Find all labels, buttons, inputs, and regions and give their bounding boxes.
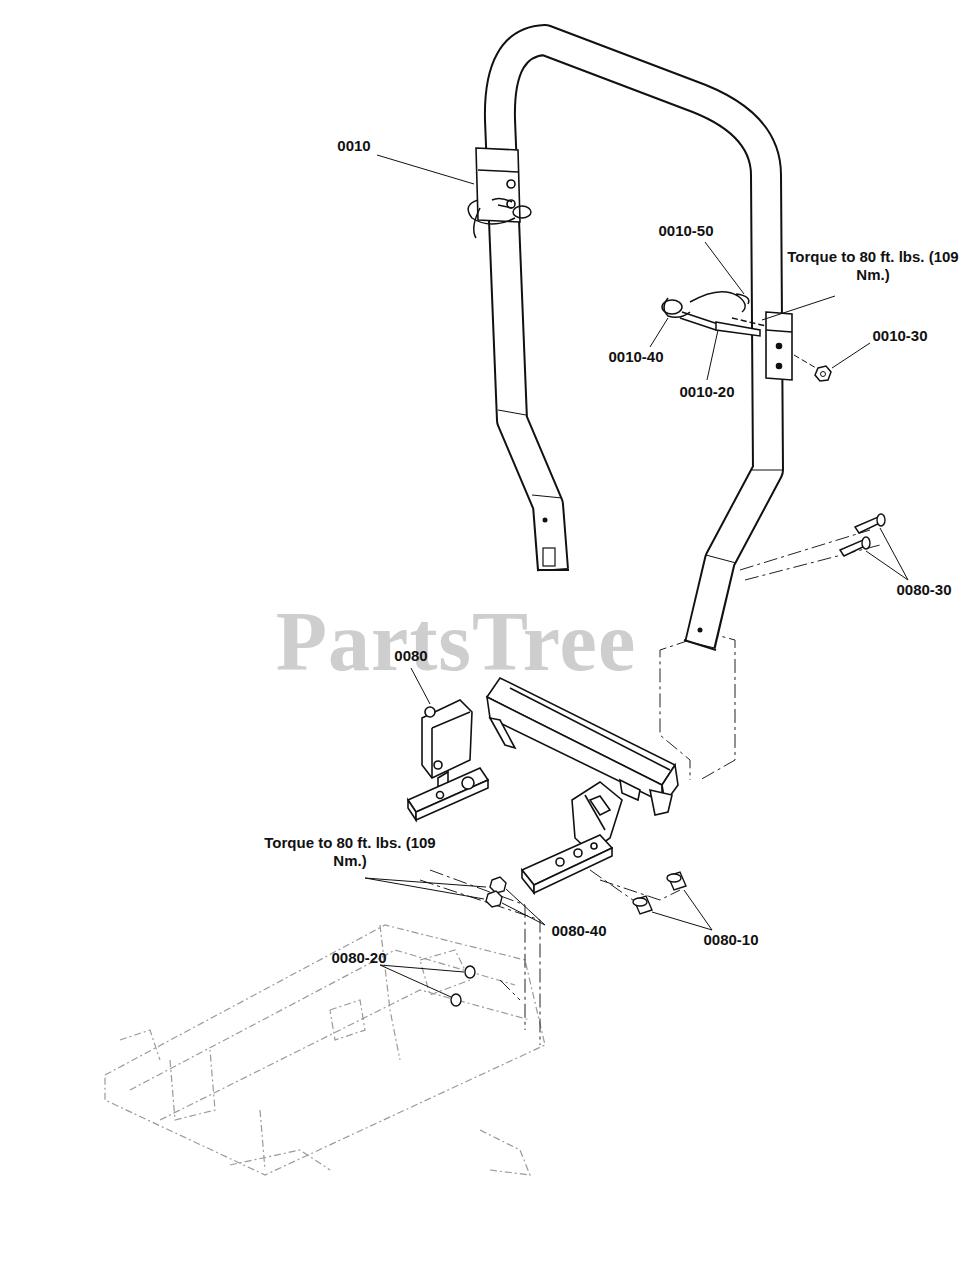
callout-number: 0080-20 [331,949,386,967]
hitch-pin [662,292,766,336]
rollbar-tube [498,40,782,650]
bolt [840,514,885,556]
mount-bracket [522,782,622,893]
callout-number: 0010 [337,137,370,155]
hitch-pin [468,198,531,238]
callout-number: 0080-40 [551,922,606,940]
callout-number: 0010-40 [608,348,663,366]
chassis-frame [105,925,545,1175]
hex-nut [486,877,506,907]
mount-bracket [408,700,488,820]
watermark: PartsTree [276,592,636,693]
callout-number: 0010-20 [679,383,734,401]
tube-clamp [476,148,792,380]
hex-nut [794,355,831,381]
callout-number: 0080-10 [703,931,758,949]
callout-number: 0010-50 [658,222,713,240]
bolt [633,872,686,914]
leader-line [365,155,908,997]
torque-note: Torque to 80 ft. lbs. (109 Nm.) [261,834,439,870]
callout-number: 0080-30 [896,581,951,599]
torque-note: Torque to 80 ft. lbs. (109 Nm.) [784,248,962,284]
callout-number: 0080 [394,647,427,665]
callout-number: 0010-30 [872,327,927,345]
